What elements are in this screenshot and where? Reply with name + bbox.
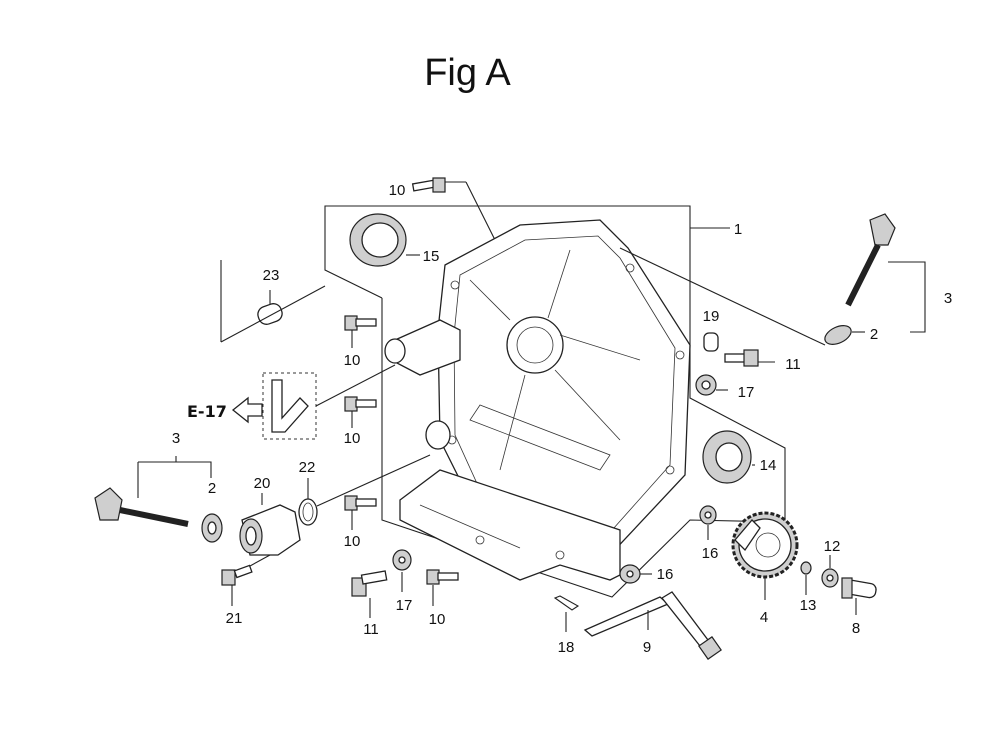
clip-18: [553, 595, 580, 632]
dowel-pin-23: [220, 260, 326, 343]
washer-16-bottom: [619, 564, 652, 584]
callout-label: 3: [944, 290, 952, 307]
callout-label: 2: [870, 326, 878, 343]
crankcase-cover: [384, 219, 691, 581]
bolt-10-left-lower: [344, 495, 377, 530]
bearing-14: [702, 430, 755, 484]
callout-label: 9: [643, 639, 651, 656]
callout-label: 17: [738, 384, 755, 401]
callout-label: 16: [657, 566, 674, 583]
callout-label: 10: [429, 611, 446, 628]
callout-label: 11: [785, 356, 801, 373]
callout-label: 10: [344, 533, 361, 550]
washer-17-right: [695, 374, 728, 396]
callout-label: 21: [226, 610, 243, 627]
oil-filler-housing-20: [239, 493, 301, 556]
callout-label: 18: [558, 639, 575, 656]
oil-seal-15: [349, 213, 420, 267]
figure-title: Fig A: [424, 52, 511, 94]
washer-2-left: [201, 513, 223, 543]
callout-label: 19: [703, 308, 720, 325]
callout-label: 20: [254, 475, 271, 492]
governor-arm-9: [583, 591, 722, 660]
callout-label: 22: [299, 459, 316, 476]
bolt-10-bottom: [426, 569, 459, 606]
callout-label: 10: [389, 182, 406, 199]
bolt-11-left: [351, 570, 388, 618]
o-ring-22: [298, 454, 431, 526]
bolt-21: [221, 554, 271, 606]
callout-label: 13: [800, 597, 817, 614]
breather-tube-group: [231, 364, 396, 440]
callout-label: 2: [208, 480, 216, 497]
shaft-8: [841, 577, 877, 615]
callout-label: 16: [702, 545, 719, 562]
bolt-10-top: [411, 177, 446, 193]
callout-label: 15: [423, 248, 440, 265]
callout-label: 3: [172, 430, 180, 447]
callout-label: 10: [344, 430, 361, 447]
bolt-11-right: [724, 349, 775, 367]
callout-label: 17: [396, 597, 413, 614]
callout-label: 1: [734, 221, 742, 238]
callout-label: 12: [824, 538, 841, 555]
callout-label: 4: [760, 609, 768, 626]
oil-dipstick-3-right: [619, 213, 926, 346]
dowel-19: [703, 332, 719, 352]
callout-label: 8: [852, 620, 860, 637]
callout-label: 23: [263, 267, 280, 284]
callout-label: 10: [344, 352, 361, 369]
bolt-10-left-mid: [344, 396, 377, 428]
washer-17-left: [392, 549, 412, 592]
callout-label: 11: [363, 621, 379, 638]
ref-e17-label: E-17: [187, 402, 227, 421]
callout-label: 14: [760, 457, 777, 474]
oil-dipstick-3-left: [94, 456, 212, 527]
washer-13: [800, 561, 812, 595]
governor-gear-4: [731, 511, 799, 600]
washer-16-right: [699, 505, 717, 540]
washer-12: [821, 555, 839, 588]
bolt-10-left-upper: [344, 315, 377, 348]
